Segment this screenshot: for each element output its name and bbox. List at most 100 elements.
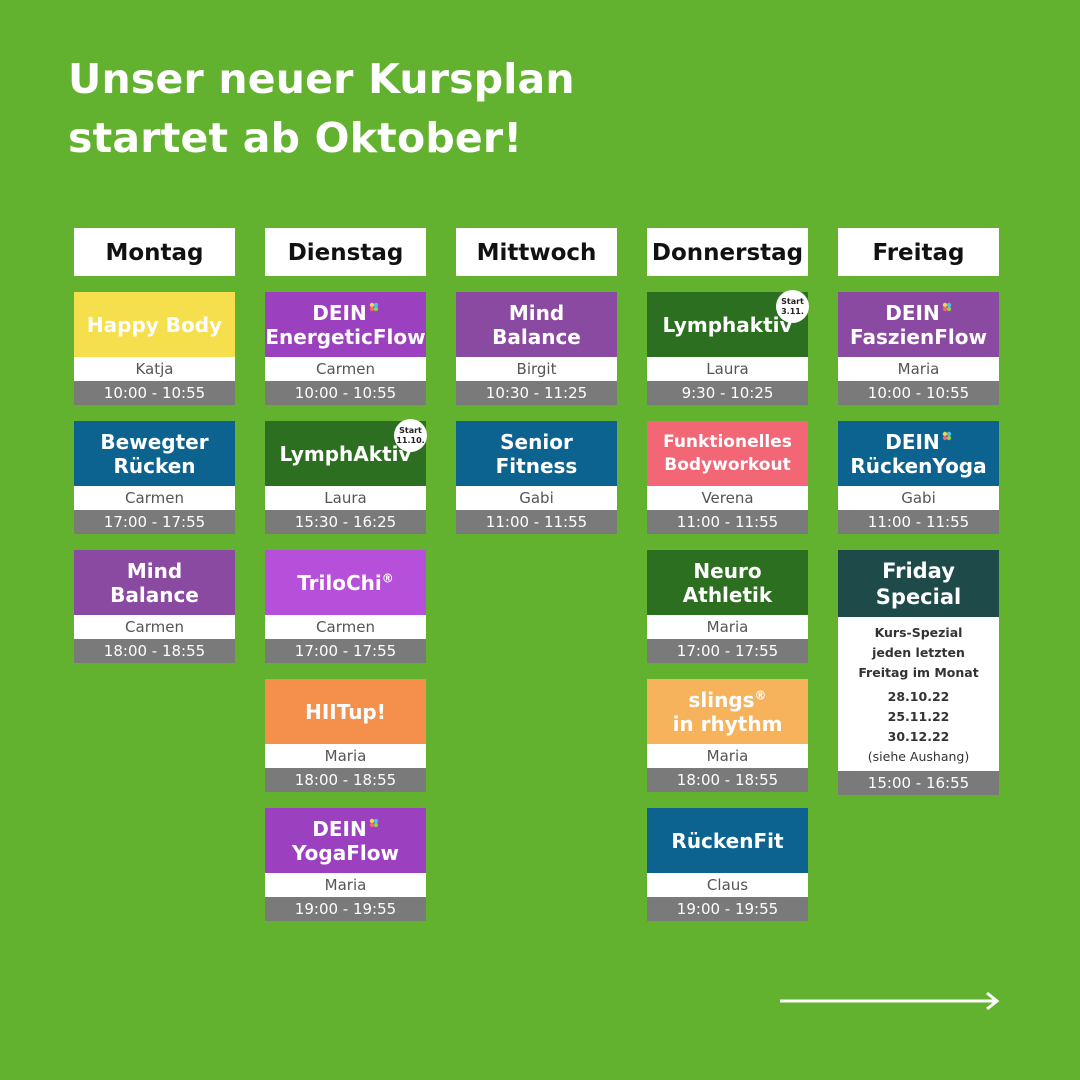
- special-date: 25.11.22: [887, 709, 950, 724]
- registered-mark: ®: [754, 687, 767, 702]
- course-name-line: EnergeticFlow: [265, 324, 426, 349]
- course-time: 17:00 - 17:55: [647, 639, 808, 663]
- course-time: 19:00 - 19:55: [647, 897, 808, 921]
- course-time: 9:30 - 10:25: [647, 381, 808, 405]
- start-badge-text: Start: [781, 296, 804, 306]
- course-trainer: Laura: [265, 486, 426, 510]
- course-trainer: Maria: [838, 357, 999, 381]
- course-name-line: TriloChi®: [297, 570, 394, 595]
- course-name-line: Mind: [126, 558, 183, 583]
- course-time: 18:00 - 18:55: [647, 768, 808, 792]
- course-name-line: slings®: [688, 687, 767, 712]
- course-trainer: Gabi: [838, 486, 999, 510]
- course-name-line: Bewegter: [100, 429, 209, 454]
- start-badge-text: 11.10.: [396, 435, 425, 445]
- course-name: Happy Body: [74, 292, 235, 357]
- course-name-line: Lymphaktiv: [662, 312, 793, 337]
- course-trainer: Katja: [74, 357, 235, 381]
- course-name-line: Bodyworkout: [664, 454, 791, 475]
- course-time: 10:00 - 10:55: [74, 381, 235, 405]
- arrow-right-icon[interactable]: [779, 990, 1001, 1012]
- dein-flower-icon: [942, 431, 951, 440]
- special-note: Freitag im Monat: [858, 665, 979, 680]
- start-badge-text: Start: [399, 425, 422, 435]
- course-trainer: Carmen: [265, 615, 426, 639]
- course-time: 19:00 - 19:55: [265, 897, 426, 921]
- day-header: Montag: [74, 228, 235, 276]
- course-name: RückenFit: [647, 808, 808, 873]
- course-time: 10:00 - 10:55: [265, 381, 426, 405]
- course-time: 11:00 - 11:55: [838, 510, 999, 534]
- course-name-line: Funktionelles: [663, 431, 792, 452]
- course-name: slings®in rhythm: [647, 679, 808, 744]
- special-aside: (siehe Aushang): [867, 749, 970, 764]
- start-badge-text: 3.11.: [781, 306, 804, 316]
- special-date: 30.12.22: [887, 729, 950, 744]
- day-header: Mittwoch: [456, 228, 617, 276]
- course-name-line: RückenFit: [671, 828, 784, 853]
- course-trainer: Laura: [647, 357, 808, 381]
- course-name-line: DEIN: [312, 817, 378, 841]
- course-trainer: Carmen: [74, 615, 235, 639]
- course-time: 17:00 - 17:55: [265, 639, 426, 663]
- special-note: Kurs-Spezial: [874, 625, 963, 640]
- course-name-line: Neuro: [693, 558, 762, 583]
- special-note: jeden letzten: [872, 645, 965, 660]
- course-time: 15:30 - 16:25: [265, 510, 426, 534]
- dein-flower-icon: [369, 302, 378, 311]
- course-name-line: DEIN: [312, 301, 378, 325]
- course-name: HIITup!: [265, 679, 426, 744]
- course-trainer: Maria: [647, 744, 808, 768]
- dein-flower-icon: [369, 818, 378, 827]
- registered-mark: ®: [381, 570, 394, 585]
- course-time: 18:00 - 18:55: [74, 639, 235, 663]
- course-name-line: RückenYoga: [850, 453, 987, 478]
- course-trainer: Carmen: [74, 486, 235, 510]
- course-time: 10:00 - 10:55: [838, 381, 999, 405]
- course-name-line: Mind: [508, 300, 565, 325]
- course-name-line: Senior: [500, 429, 573, 454]
- course-time: 11:00 - 11:55: [456, 510, 617, 534]
- course-trainer: Claus: [647, 873, 808, 897]
- course-trainer: Verena: [647, 486, 808, 510]
- course-time: 11:00 - 11:55: [647, 510, 808, 534]
- course-name-line: HIITup!: [305, 699, 386, 724]
- course-trainer: Maria: [265, 744, 426, 768]
- course-name-line: FaszienFlow: [850, 324, 987, 349]
- course-trainer: Birgit: [456, 357, 617, 381]
- headline-line-1: Unser neuer Kursplan: [68, 55, 575, 103]
- course-trainer: Gabi: [456, 486, 617, 510]
- course-trainer: Maria: [265, 873, 426, 897]
- dein-flower-icon: [942, 302, 951, 311]
